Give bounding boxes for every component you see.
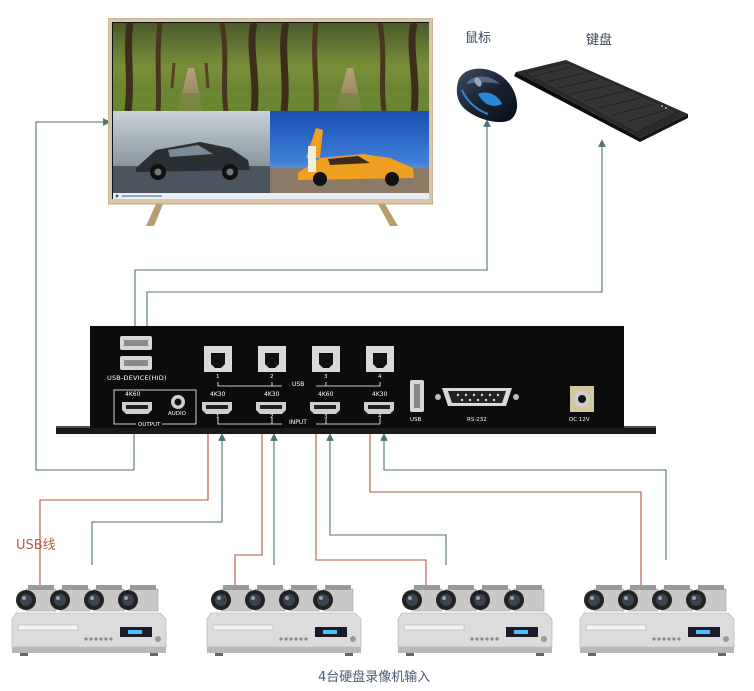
line-hdmi-dvr1 [91,433,226,565]
dc-power-port [570,386,594,412]
camera-icon [652,585,693,612]
camera-icon [504,585,545,612]
camera-icon [211,585,252,612]
usb-cable-label: USB线 [16,538,56,553]
hdmi-input-num-3: 3 [324,414,328,420]
usb-hid-port-1 [120,336,152,350]
audio-label: AUDIO [168,411,186,417]
screen-car-grey [113,111,270,193]
camera-icon [618,585,659,612]
line-hdmi-dvr3 [326,433,447,565]
usb-port-label: USB [410,417,422,423]
camera-icon [16,585,57,612]
line-output-to-tv [35,118,135,471]
mouse-label: 鼠标 [465,31,492,46]
dvr-input-caption: 4台硬盘录像机输入 [318,670,431,685]
output-4k-label: 4K60 [125,391,141,398]
usb-port-num-2: 2 [270,374,274,380]
camera-icon [313,585,354,612]
hdmi-input-port-2 [256,402,286,414]
usb-port-num-4: 4 [378,374,382,380]
line-usb-to-keyboard [146,139,606,336]
camera-icon [84,585,125,612]
tv-monitor [107,17,434,228]
hdmi-input-port-4 [364,402,394,414]
dvr-recorder [11,612,167,656]
line-usb-to-mouse [134,119,491,336]
hdmi-input-port-3 [310,402,340,414]
usb-b-port-4 [366,346,394,372]
line-usb-dvr2 [234,380,263,588]
dvr-recorder [579,612,735,656]
usb-group-label: USB [290,381,307,388]
output-label: OUTPUT [136,422,163,428]
hdmi-input-num-2: 2 [270,414,274,420]
dvr-recorder [206,612,362,656]
hdmi-input-num-1: 1 [216,414,220,420]
keyboard-label: 键盘 [586,33,613,48]
dvr-group-1 [10,583,168,659]
usb-port-num-1: 1 [216,374,220,380]
camera-icon [584,585,625,612]
usb-b-port-3 [312,346,340,372]
input-group-label: INPUT [287,419,309,426]
camera-icon [245,585,286,612]
line-usb-dvr3 [315,380,427,588]
line-usb-dvr1 [39,380,209,588]
line-hdmi-dvr4 [380,433,667,560]
hdmi-input-port-1 [202,402,232,414]
camera-icon [279,585,320,612]
audio-jack [171,395,185,409]
camera-icon [470,585,511,612]
keyboard-icon [512,56,692,142]
dvr-recorder [397,612,553,656]
camera-icon [436,585,477,612]
screen-forest-right [270,22,429,112]
screen-forest-left [113,22,270,112]
camera-icon [118,585,159,612]
hdmi-output-port [122,402,152,414]
screen-car-orange [270,111,429,193]
hdmi-input-res-3: 4K60 [318,391,334,398]
mouse-icon [448,60,524,126]
dvr-group-2 [205,583,363,659]
dc-label: DC 12V [569,417,590,423]
kvm-device: USB-DEVICE(HID) 4K60 AUDIO OUTPUT USB IN… [56,326,656,436]
hdmi-input-res-1: 4K30 [210,391,226,398]
hdmi-input-res-2: 4K30 [264,391,280,398]
line-usb-dvr4 [369,380,642,588]
usb-hid-port-2 [120,356,152,370]
usb-b-port-2 [258,346,286,372]
dvr-group-4 [578,583,736,659]
usb-a-port [410,380,424,412]
hdmi-input-num-4: 4 [378,414,382,420]
usb-device-hid-label: USB-DEVICE(HID) [107,374,167,382]
camera-icon [50,585,91,612]
rs232-label: RS-232 [467,417,487,423]
rs232-port [435,388,519,406]
usb-b-port-1 [204,346,232,372]
hdmi-input-res-4: 4K30 [372,391,388,398]
camera-icon [686,585,727,612]
dvr-group-3 [396,583,554,659]
usb-port-num-3: 3 [324,374,328,380]
camera-icon [402,585,443,612]
